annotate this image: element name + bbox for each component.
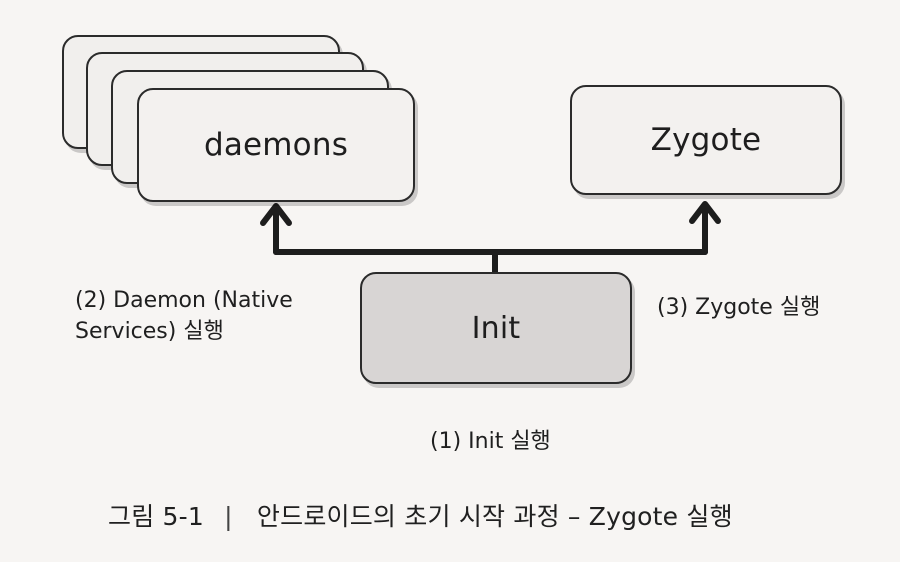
init-edge-label: (1) Init 실행 [430,429,551,454]
figure-number: 그림 5-1 [108,502,204,531]
zygote-label: Zygote [650,122,762,158]
daemon-edge-label-line-1: (2) Daemon (Native [75,288,293,313]
daemon-edge-label-line-2: Services) 실행 [75,319,224,344]
caption-separator: | [224,502,233,531]
caption-text: 안드로이드의 초기 시작 과정 – Zygote 실행 [256,502,733,531]
init-label: Init [471,310,521,346]
daemons-label: daemons [203,127,349,163]
init-node: Init [360,272,632,384]
daemon-arrowhead [260,203,292,226]
zygote-node: Zygote [570,85,842,195]
daemon-edge-label: (2) Daemon (Native Services) 실행 [75,285,293,347]
zygote-edge-label: (3) Zygote 실행 [657,295,821,320]
daemons-node: daemons [137,88,415,202]
figure-caption: 그림 5-1 | 안드로이드의 초기 시작 과정 – Zygote 실행 [108,500,733,534]
zygote-arrowhead [689,201,721,224]
